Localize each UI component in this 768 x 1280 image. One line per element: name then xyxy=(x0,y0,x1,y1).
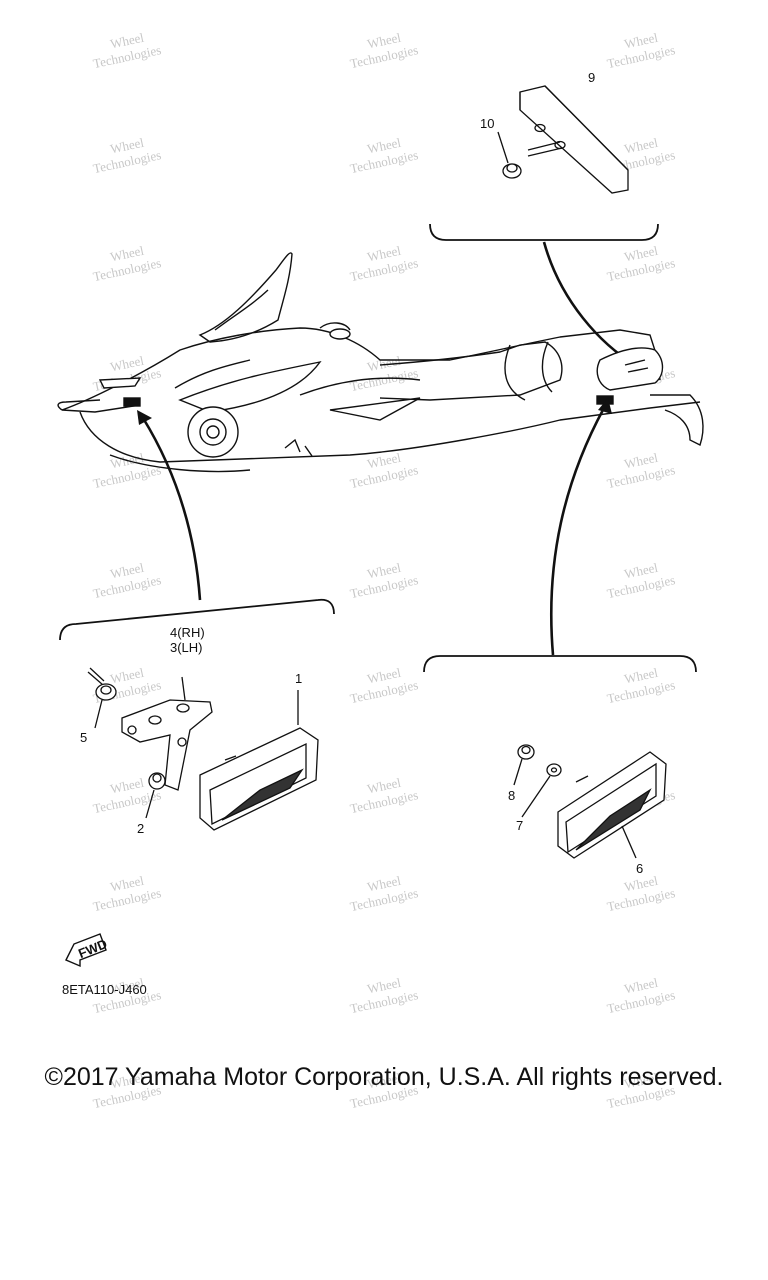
nut-part-10 xyxy=(497,131,522,179)
snowmobile-outline xyxy=(57,252,704,473)
watermark-line1: Wheel xyxy=(623,450,660,472)
watermark-line1: Wheel xyxy=(366,135,403,157)
callout-9: 9 xyxy=(588,70,595,85)
watermark-line1: Wheel xyxy=(366,450,403,472)
watermark-line1: Wheel xyxy=(366,1070,403,1092)
callout-6: 6 xyxy=(636,861,643,876)
watermark-line1: Wheel xyxy=(623,243,660,265)
nut-part-8 xyxy=(513,744,535,786)
watermark-line1: Wheel xyxy=(109,873,146,895)
callout-4-rh: 4(RH) xyxy=(170,625,205,640)
bracket-part-3-4 xyxy=(121,676,213,791)
callout-labels: 9 10 4(RH) 3(LH) 1 5 2 8 7 6 xyxy=(80,70,643,876)
callout-7: 7 xyxy=(516,818,523,833)
watermark-line1: Wheel xyxy=(366,30,403,52)
arrowhead-left xyxy=(137,410,152,425)
reflector-part-1 xyxy=(199,690,319,831)
reflector-part-6 xyxy=(557,751,667,859)
watermark-line1: Wheel xyxy=(109,975,146,997)
callout-1: 1 xyxy=(295,671,302,686)
watermark-line1: Wheel xyxy=(109,775,146,797)
washer-part-7 xyxy=(521,763,562,818)
detail-bracket-top xyxy=(429,223,659,241)
watermark-line1: Wheel xyxy=(366,975,403,997)
watermark-line1: Wheel xyxy=(109,30,146,52)
pointer-arrow-left xyxy=(141,417,202,601)
arrowhead-right xyxy=(598,398,612,414)
callout-5: 5 xyxy=(80,730,87,745)
watermark-line1: Wheel xyxy=(109,353,146,375)
watermark-line1: Wheel xyxy=(623,975,660,997)
callout-3-lh: 3(LH) xyxy=(170,640,203,655)
watermark-line1: Wheel xyxy=(623,30,660,52)
watermark-line1: Wheel xyxy=(109,560,146,582)
rivet-part-5 xyxy=(87,667,117,729)
watermark-line1: Wheel xyxy=(623,560,660,582)
diagram-code: 8ETA110-J460 xyxy=(62,982,147,997)
watermark-line1: Wheel xyxy=(109,243,146,265)
fwd-label: FWD xyxy=(76,936,109,961)
callout-10: 10 xyxy=(480,116,494,131)
watermark-line1: Wheel xyxy=(623,1070,660,1092)
watermark-line1: Wheel xyxy=(366,873,403,895)
license-plate-reflector xyxy=(519,85,629,194)
detail-bracket-right xyxy=(423,655,697,673)
callout-2: 2 xyxy=(137,821,144,836)
detail-bracket-left xyxy=(59,598,335,641)
pointer-arrow-right xyxy=(550,407,606,656)
watermark-line1: Wheel xyxy=(109,665,146,687)
watermark-line1: Wheel xyxy=(366,775,403,797)
copyright-notice: ©2017 Yamaha Motor Corporation, U.S.A. A… xyxy=(44,1063,724,1091)
watermark-line1: Wheel xyxy=(366,560,403,582)
watermark-line1: Wheel xyxy=(366,353,403,375)
watermark-line1: Wheel xyxy=(109,1070,146,1092)
watermark-line1: Wheel xyxy=(366,243,403,265)
watermark-layer: WheelTechnologiesWheelTechnologiesWheelT… xyxy=(92,30,677,1111)
fwd-arrow-icon: FWD xyxy=(65,933,109,968)
watermark-line1: Wheel xyxy=(366,665,403,687)
watermark-line1: Wheel xyxy=(623,665,660,687)
watermark-line1: Wheel xyxy=(623,135,660,157)
nut-part-2 xyxy=(145,772,166,819)
watermark-line1: Wheel xyxy=(623,873,660,895)
watermark-line1: Wheel xyxy=(109,135,146,157)
callout-8: 8 xyxy=(508,788,515,803)
